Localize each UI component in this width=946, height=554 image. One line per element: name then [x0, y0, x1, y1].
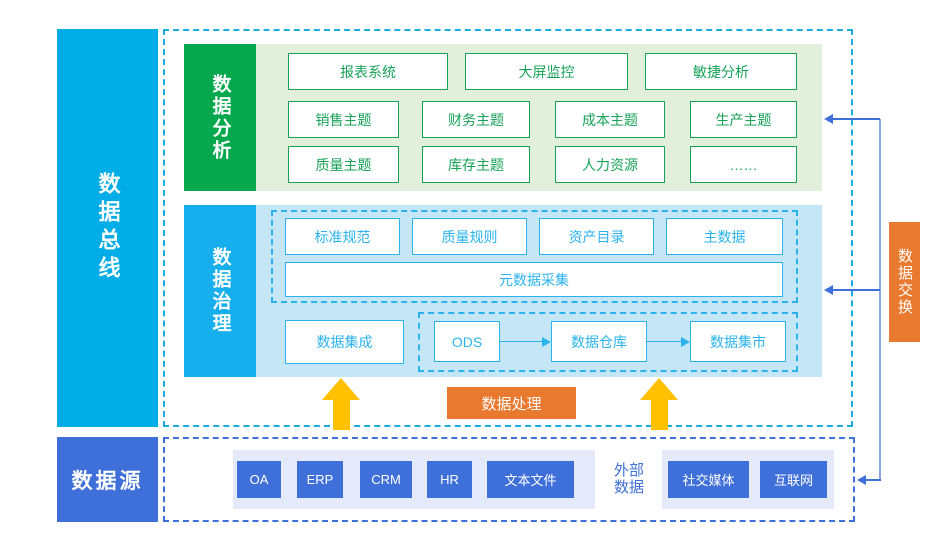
- analysis-chip[interactable]: 质量主题: [288, 146, 399, 183]
- analysis-chip-label: 人力资源: [582, 156, 638, 173]
- governance-chip-label: 标准规范: [314, 228, 371, 245]
- datasource-chip-hr[interactable]: HR: [427, 461, 472, 498]
- governance-chip[interactable]: 资产目录: [539, 218, 654, 255]
- analysis-caption: 数据分析: [184, 44, 256, 191]
- analysis-chip-label: 生产主题: [715, 111, 772, 128]
- analysis-chip-label: 库存主题: [448, 156, 504, 173]
- pipeline-arrow-1-head: [542, 337, 551, 347]
- analysis-chip[interactable]: 财务主题: [422, 101, 530, 138]
- analysis-chip-label: 成本主题: [582, 111, 638, 128]
- metadata-collection-box[interactable]: 元数据采集: [285, 262, 783, 297]
- pipeline-node-label: 数据集市: [710, 333, 766, 350]
- analysis-chip-label: 销售主题: [315, 111, 372, 128]
- datasource-chip-label: HR: [440, 472, 459, 487]
- governance-chip[interactable]: 主数据: [666, 218, 783, 255]
- governance-assets-group: [271, 210, 798, 303]
- datasource-chip-crm[interactable]: CRM: [360, 461, 412, 498]
- rail-data-bus: 数据总线: [57, 29, 158, 427]
- pipeline-node-label: ODS: [451, 333, 483, 350]
- data-exchange-label: 数据交换: [896, 248, 913, 316]
- datasource-chip-label: CRM: [371, 472, 401, 487]
- datasource-chip-textfile[interactable]: 文本文件: [487, 461, 574, 498]
- datasource-chip-label: ERP: [306, 472, 334, 487]
- analysis-chip[interactable]: 生产主题: [690, 101, 797, 138]
- exchange-branch-governance: [833, 289, 880, 291]
- governance-caption: 数据治理: [184, 205, 256, 377]
- upload-arrow-right: [639, 378, 679, 430]
- rail-data-bus-label: 数据总线: [95, 172, 121, 284]
- analysis-chip[interactable]: 敏捷分析: [645, 53, 797, 90]
- data-integration-box[interactable]: 数据集成: [285, 320, 404, 364]
- pipeline-node-datamart[interactable]: 数据集市: [690, 321, 786, 362]
- datasource-chip-erp[interactable]: ERP: [297, 461, 343, 498]
- datasource-chip-internet[interactable]: 互联网: [760, 461, 827, 498]
- governance-chip-label: 主数据: [703, 228, 746, 245]
- exchange-branch-datasource: [866, 479, 881, 481]
- analysis-chip-label: 财务主题: [448, 111, 504, 128]
- internal-data-label: 内部 数据: [185, 461, 216, 496]
- analysis-chip-label: 敏捷分析: [693, 63, 749, 80]
- rail-data-source-label: 数据源: [71, 469, 144, 493]
- governance-chip[interactable]: 标准规范: [285, 218, 400, 255]
- datasource-chip-social[interactable]: 社交媒体: [668, 461, 749, 498]
- analysis-chip-label: 大屏监控: [518, 63, 575, 80]
- analysis-chip[interactable]: 库存主题: [422, 146, 530, 183]
- analysis-chip[interactable]: ……: [690, 146, 797, 183]
- pipeline-node-warehouse[interactable]: 数据仓库: [551, 321, 647, 362]
- analysis-caption-label: 数据分析: [209, 73, 231, 162]
- exchange-arrow-governance: [824, 285, 833, 295]
- external-data-label: 外部 数据: [613, 461, 644, 496]
- datasource-chip-label: 社交媒体: [682, 473, 735, 488]
- rail-data-source: 数据源: [57, 437, 158, 522]
- datasource-chip-label: 互联网: [773, 473, 813, 488]
- data-processing-tag: 数据处理: [447, 387, 576, 419]
- datasource-chip-oa[interactable]: OA: [237, 461, 281, 498]
- exchange-branch-analysis: [833, 118, 880, 120]
- metadata-collection-label: 元数据采集: [499, 271, 569, 288]
- analysis-chip[interactable]: 人力资源: [555, 146, 665, 183]
- datasource-chip-label: 文本文件: [504, 473, 557, 488]
- governance-chip[interactable]: 质量规则: [412, 218, 527, 255]
- analysis-chip[interactable]: 成本主题: [555, 101, 665, 138]
- exchange-trunk-line: [879, 119, 881, 481]
- datasource-chip-label: OA: [249, 472, 269, 487]
- data-processing-label: 数据处理: [481, 395, 542, 413]
- exchange-arrow-analysis: [824, 114, 833, 124]
- governance-caption-label: 数据治理: [209, 247, 231, 335]
- upload-arrow-left: [321, 378, 361, 430]
- datasource-container: [163, 437, 855, 522]
- analysis-chip[interactable]: 大屏监控: [465, 53, 628, 90]
- analysis-chip-label: ……: [729, 156, 758, 173]
- warehouse-pipeline-group: [418, 312, 798, 372]
- pipeline-arrow-2-line: [647, 341, 681, 342]
- data-exchange-tag: 数据交换: [889, 222, 920, 342]
- pipeline-node-ods[interactable]: ODS: [434, 321, 500, 362]
- governance-chip-label: 质量规则: [441, 228, 498, 245]
- platform-container: [163, 29, 853, 427]
- exchange-arrow-datasource: [857, 475, 866, 485]
- analysis-chip-label: 报表系统: [340, 63, 396, 80]
- pipeline-node-label: 数据仓库: [571, 333, 627, 350]
- analysis-chip[interactable]: 销售主题: [288, 101, 399, 138]
- data-integration-label: 数据集成: [316, 334, 373, 350]
- governance-chip-label: 资产目录: [568, 228, 625, 245]
- analysis-chip-label: 质量主题: [315, 156, 372, 173]
- analysis-chip[interactable]: 报表系统: [288, 53, 448, 90]
- pipeline-arrow-1-line: [500, 341, 542, 342]
- pipeline-arrow-2-head: [681, 337, 690, 347]
